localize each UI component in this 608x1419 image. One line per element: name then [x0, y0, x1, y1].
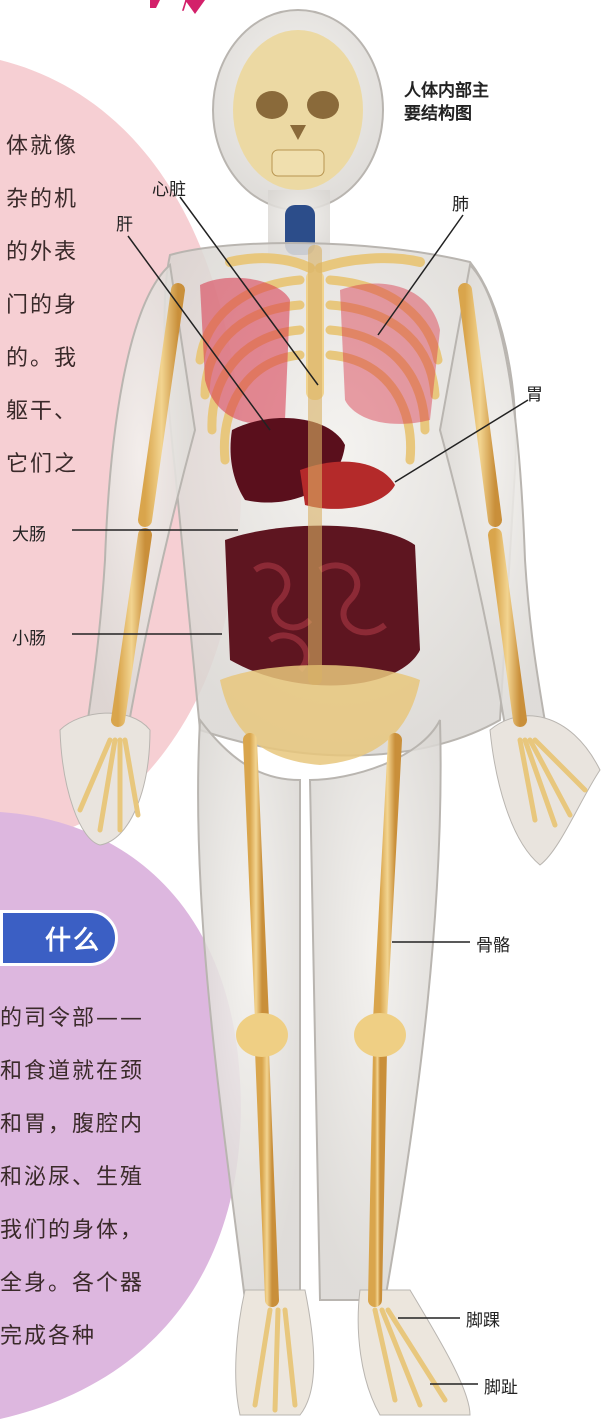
intro-line: 杂的机	[6, 181, 78, 213]
body-line: 和胃，腹腔内	[0, 1106, 144, 1138]
section-heading-pill: 什么	[0, 910, 118, 966]
body-line: 完成各种	[0, 1318, 96, 1350]
intro-line: 门的身	[6, 287, 78, 319]
label-small-intestine: 小肠	[12, 624, 46, 649]
body-line: 我们的身体，	[0, 1212, 144, 1244]
label-lung: 肺	[452, 190, 469, 215]
diagram-title-line: 要结构图	[404, 103, 489, 126]
label-bones: 骨骼	[476, 931, 510, 956]
body-line: 的司令部——	[0, 1000, 144, 1032]
label-toes: 脚趾	[484, 1373, 518, 1398]
header-fragment: /	[182, 0, 188, 13]
intro-line: 躯干、	[6, 393, 78, 425]
body-line: 和食道就在颈	[0, 1053, 144, 1085]
header-fragment-mark	[150, 0, 160, 8]
intro-line: 的。我	[6, 340, 78, 372]
diagram-title-line: 人体内部主	[404, 80, 489, 103]
label-heart: 心脏	[152, 175, 186, 200]
label-stomach: 胃	[526, 380, 543, 405]
body-line: 全身。各个器	[0, 1265, 144, 1297]
label-liver: 肝	[116, 210, 133, 235]
intro-line: 它们之	[6, 446, 78, 478]
body-line: 和泌尿、生殖	[0, 1159, 144, 1191]
intro-line: 的外表	[6, 234, 78, 266]
label-ankle: 脚踝	[466, 1306, 500, 1331]
label-large-intestine: 大肠	[12, 520, 46, 545]
diagram-title: 人体内部主 要结构图	[404, 80, 489, 126]
intro-line: 体就像	[6, 128, 78, 160]
